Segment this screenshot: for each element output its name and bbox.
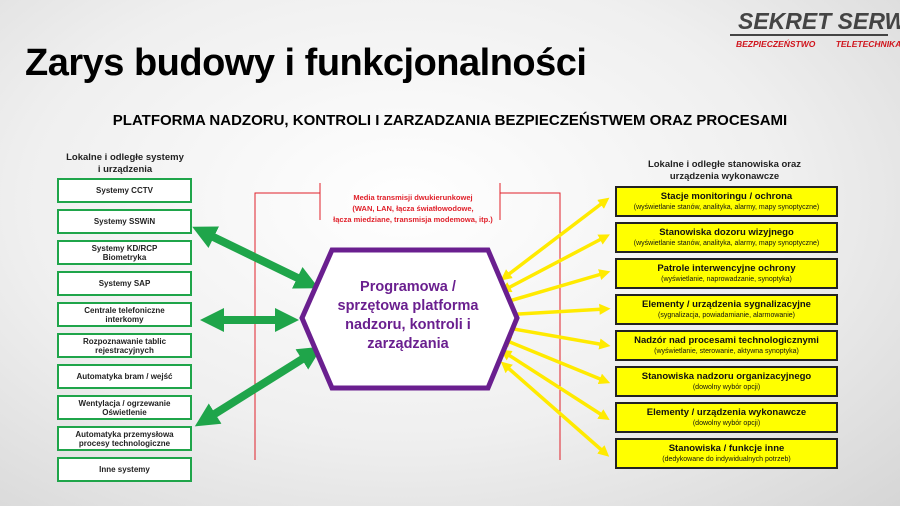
system-label: Oświetlenie [102, 407, 147, 417]
platform-line: nadzoru, kontroli i [345, 317, 471, 333]
platform-line: Programowa / [360, 279, 456, 295]
slide-title: Zarys budowy i funkcjonalności [25, 42, 587, 84]
right-column-heading: Lokalne i odległe stanowiska oraz urządz… [612, 159, 837, 183]
yellow-arrow [499, 322, 611, 350]
platform-label: Programowa / sprzętowa platforma nadzoru… [318, 278, 498, 354]
system-label: Centrale telefoniczne [84, 305, 165, 315]
station-description: (wyświetlanie stanów, analityka, alarmy,… [633, 204, 820, 211]
left-system-box: Systemy SSWiN [57, 209, 192, 234]
right-station-box: Stanowiska nadzoru organizacyjnego (dowol… [615, 366, 838, 397]
slide-subtitle: PLATFORMA NADZORU, KONTROLI I ZARZADZANI… [112, 112, 788, 129]
right-station-box: Patrole interwencyjne ochrony (wyświetlan… [615, 258, 838, 289]
right-station-box: Elementy / urządzenia sygnalizacyjne (syg… [615, 294, 838, 325]
logo-underline [730, 34, 888, 36]
system-label: Biometryka [102, 252, 147, 262]
left-system-box: Systemy SAP [57, 271, 192, 296]
heading-line: i urządzenia [97, 164, 153, 175]
station-description: (wyświetlanie stanów, analityka, alarmy,… [633, 240, 820, 247]
right-station-box: Elementy / urządzenia wykonawcze (dowolny… [615, 402, 838, 433]
station-description: (sygnalizacja, powiadamianie, alarmowani… [658, 312, 795, 319]
station-description: (wyświetlanie, sterowanie, aktywna synop… [654, 348, 799, 355]
logo-name: SEKRET SERWIS [738, 8, 900, 34]
station-title: Elementy / urządzenia sygnalizacyjne [642, 299, 811, 310]
system-label: Automatyka bram / wejść [76, 372, 173, 381]
system-label: Automatyka przemysłowa [75, 429, 174, 439]
station-title: Elementy / urządzenia wykonawcze [646, 407, 807, 418]
station-title: Stanowiska / funkcje inne [668, 443, 785, 454]
logo-tagline: BEZPIECZEŃSTWO TELETECHNIKA [736, 39, 900, 49]
right-station-box: Nadzór nad procesami technologicznymi (wy… [615, 330, 838, 361]
transmission-media-label: Media transmisji dwukierunkowej (WAN, LA… [318, 192, 508, 225]
system-label: Wentylacja / ogrzewanie [78, 398, 171, 408]
platform-line: sprzętowa platforma [337, 298, 479, 314]
station-description: (dowolny wybór opcji) [692, 384, 761, 391]
platform-hexagon [299, 247, 520, 391]
platform-line: zarządzania [367, 336, 449, 352]
station-description: (dedykowane do indywidualnych potrzeb) [662, 456, 791, 463]
green-arrows [192, 226, 323, 427]
system-label: Systemy CCTV [96, 186, 153, 195]
station-title: Stacje monitoringu / ochrona [660, 191, 793, 202]
left-system-box: Systemy CCTV [57, 178, 192, 203]
station-title: Patrole interwencyjne ochrony [657, 263, 796, 274]
system-label: interkomy [105, 314, 144, 324]
right-station-box: Stacje monitoringu / ochrona (wyświetlani… [615, 186, 838, 217]
system-label: Systemy KD/RCP [91, 243, 158, 253]
yellow-arrow [500, 361, 610, 457]
yellow-arrow [499, 269, 611, 307]
system-label: Systemy SAP [98, 279, 151, 288]
system-label: procesy technologiczne [78, 438, 171, 448]
station-description: (wyświetlanie, naprowadzanie, synoptyka) [661, 276, 792, 283]
right-station-box: Stanowiska / funkcje inne (dedykowane do … [615, 438, 838, 469]
company-logo: SEKRET SERWIS BEZPIECZEŃSTWO TELETECHNIK… [730, 6, 900, 56]
heading-line: Lokalne i odległe stanowiska oraz [647, 159, 802, 170]
left-column-heading: Lokalne i odległe systemy i urządzenia [55, 152, 195, 176]
media-line: (WAN, LAN, łącza światłowodowe, [352, 204, 474, 213]
station-title: Nadzór nad procesami technologicznymi [634, 335, 819, 346]
media-line: Media transmisji dwukierunkowej [353, 193, 473, 202]
left-system-box: Automatyka bram / wejść [57, 364, 192, 389]
station-title: Stanowiska dozoru wizyjnego [659, 227, 794, 238]
system-label: Rozpoznawanie tablic [82, 336, 167, 346]
yellow-arrow [500, 234, 610, 293]
left-system-box: Inne systemy [57, 457, 192, 482]
yellow-arrow [500, 197, 610, 281]
system-label: rejestracyjnych [95, 345, 154, 355]
heading-line: urządzenia wykonawcze [669, 171, 780, 182]
yellow-arrows [499, 197, 611, 457]
station-title: Stanowiska nadzoru organizacyjnego [641, 371, 812, 382]
system-label: Inne systemy [99, 465, 150, 474]
right-station-box: Stanowiska dozoru wizyjnego (wyświetlanie… [615, 222, 838, 253]
green-arrow-1 [192, 226, 319, 289]
media-line: łącza miedziane, transmisja modemowa, it… [333, 215, 493, 224]
green-arrow-3 [194, 346, 323, 427]
system-label: Systemy SSWiN [93, 217, 156, 226]
heading-line: Lokalne i odległe systemy [66, 152, 184, 163]
yellow-arrow [499, 303, 611, 321]
station-description: (dowolny wybór opcji) [692, 420, 761, 427]
